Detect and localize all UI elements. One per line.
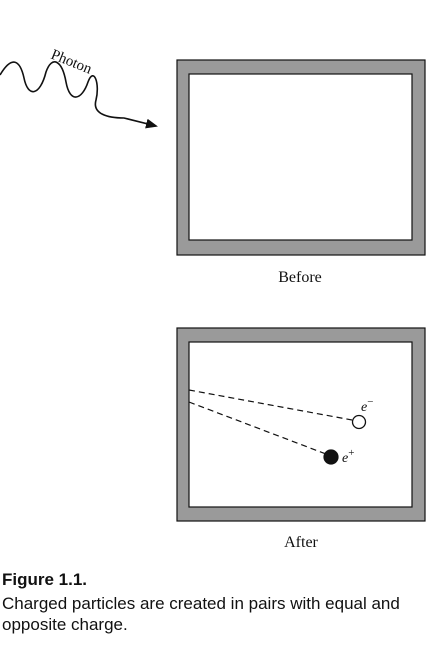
figure-caption-label: Figure 1.1. xyxy=(2,570,88,589)
electron-sign: − xyxy=(367,396,373,408)
after-frame-interior xyxy=(188,341,413,508)
electron-particle xyxy=(351,414,367,430)
positron-letter: e xyxy=(342,451,348,466)
electron-track xyxy=(188,389,353,421)
after-label: After xyxy=(284,534,318,551)
photon-label: Photon xyxy=(49,47,95,78)
positron-sign: + xyxy=(348,447,354,459)
after-detector xyxy=(176,327,426,522)
electron-label: e− xyxy=(361,396,373,415)
before-label: Before xyxy=(278,269,322,286)
photon-wave xyxy=(0,61,158,129)
figure-caption-text: Charged particles are created in pairs w… xyxy=(2,594,400,634)
positron-label: e+ xyxy=(342,447,354,466)
positron-particle xyxy=(323,449,339,465)
positron-track xyxy=(188,401,327,455)
pair-creation-diagram: Photon Before e− e+ After xyxy=(0,47,426,551)
electron-letter: e xyxy=(361,400,367,415)
before-frame-interior xyxy=(188,73,413,241)
before-detector xyxy=(176,59,426,256)
